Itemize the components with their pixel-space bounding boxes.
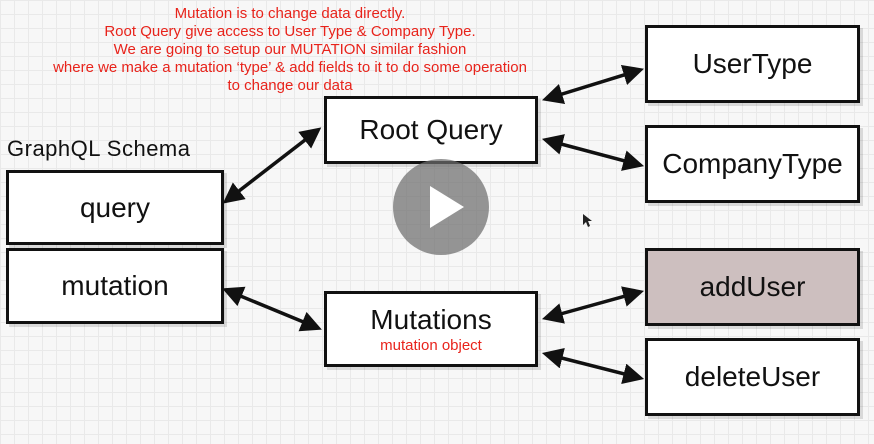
mutations-box: Mutations mutation object: [324, 291, 538, 367]
add-user-label: addUser: [699, 271, 806, 302]
note-line: We are going to setup our MUTATION simil…: [113, 41, 467, 58]
note-line: to change our data: [227, 77, 353, 94]
play-button[interactable]: [393, 159, 489, 255]
user-type-label: UserType: [692, 48, 813, 79]
arrow-query-rootquery: [222, 127, 322, 204]
company-type-box: CompanyType: [645, 125, 860, 203]
play-icon: [430, 186, 464, 228]
root-query-box: Root Query: [324, 96, 538, 164]
note-line: Mutation is to change data directly.: [174, 5, 406, 22]
note-line: where we make a mutation ‘type’ & add fi…: [53, 59, 527, 76]
mutations-label: Mutations: [370, 304, 492, 335]
delete-user-label: deleteUser: [684, 361, 821, 392]
mutation-box: mutation: [6, 248, 224, 324]
user-type-box: UserType: [645, 25, 860, 103]
note-line: Root Query give access to User Type & Co…: [104, 23, 476, 40]
mouse-cursor-icon: [583, 214, 592, 227]
root-query-label: Root Query: [359, 114, 503, 145]
delete-user-box: deleteUser: [645, 338, 860, 416]
company-type-label: CompanyType: [662, 148, 843, 179]
arrow-mutations-deleteuser: [541, 347, 645, 385]
annotation-note: Mutation is to change data directly. Roo…: [0, 5, 580, 95]
arrow-mutations-adduser: [541, 286, 645, 324]
arrow-rootquery-companytype: [541, 134, 645, 171]
mutations-sublabel: mutation object: [380, 337, 482, 354]
arrow-mutation-mutations: [222, 286, 322, 332]
add-user-box: addUser: [645, 248, 860, 326]
schema-title: GraphQL Schema: [7, 136, 191, 161]
arrow-rootquery-usertype: [541, 64, 645, 105]
mutation-label: mutation: [61, 270, 169, 301]
query-label: query: [79, 191, 151, 223]
query-box: query: [6, 170, 224, 245]
